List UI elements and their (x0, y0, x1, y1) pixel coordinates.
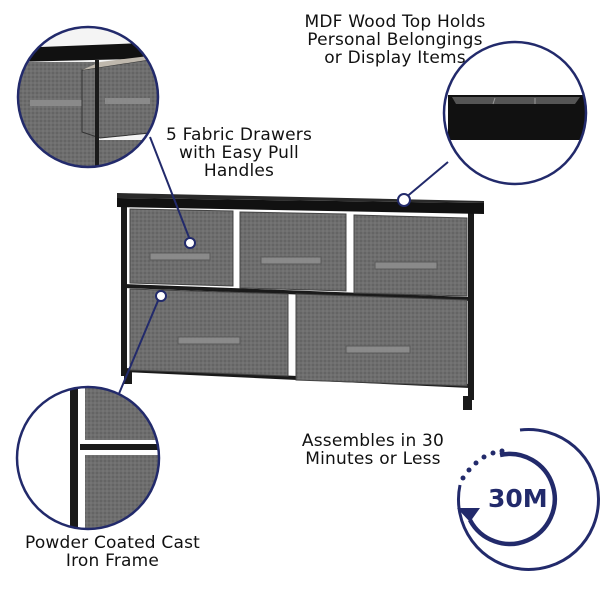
callout-frame-line-2: Iron Frame (65, 551, 160, 571)
callout-assembly-line-1: Assembles in 30 (301, 431, 445, 451)
callout-assembly: Assembles in 30 Minutes or Less (288, 432, 458, 468)
callout-top-line-1: MDF Wood Top Holds (304, 12, 486, 32)
callout-fabric-drawers: 5 Fabric Drawers with Easy Pull Handles (150, 126, 328, 180)
drawer-top-right (353, 214, 468, 297)
dresser (117, 193, 484, 410)
assembly-timer-icon (456, 428, 600, 571)
callout-iron-frame: Powder Coated Cast Iron Frame (5, 534, 220, 570)
zoom-frame-detail (15, 385, 161, 531)
callout-assembly-line-2: Minutes or Less (305, 449, 441, 469)
drawer-bottom-right (295, 293, 468, 387)
drawers-marker-dot (184, 237, 196, 249)
callout-drawers-line-3: Handles (203, 161, 275, 181)
callout-connectors (117, 136, 449, 397)
timer-arrow-head (457, 508, 480, 522)
zoom-top-detail (442, 40, 588, 186)
callout-mdf-top: MDF Wood Top Holds Personal Belongings o… (285, 13, 505, 67)
callout-drawers-line-1: 5 Fabric Drawers (165, 125, 312, 145)
callout-top-line-3: or Display Items (324, 48, 466, 68)
frame-marker-dot (155, 290, 167, 302)
callout-drawers-line-2: with Easy Pull (179, 143, 299, 163)
front-left-leg (124, 372, 132, 384)
wood-top (117, 198, 484, 214)
callout-frame-line-1: Powder Coated Cast (24, 533, 200, 553)
assembly-time-badge: 30M (488, 484, 548, 513)
front-right-leg (463, 396, 472, 410)
callout-top-line-2: Personal Belongings (307, 30, 483, 50)
drawer-bottom-left (129, 288, 289, 377)
right-frame-post (468, 210, 474, 400)
drawer-top-left (129, 208, 234, 287)
drawer-top-middle (239, 211, 347, 292)
top-marker-dot (397, 193, 411, 207)
